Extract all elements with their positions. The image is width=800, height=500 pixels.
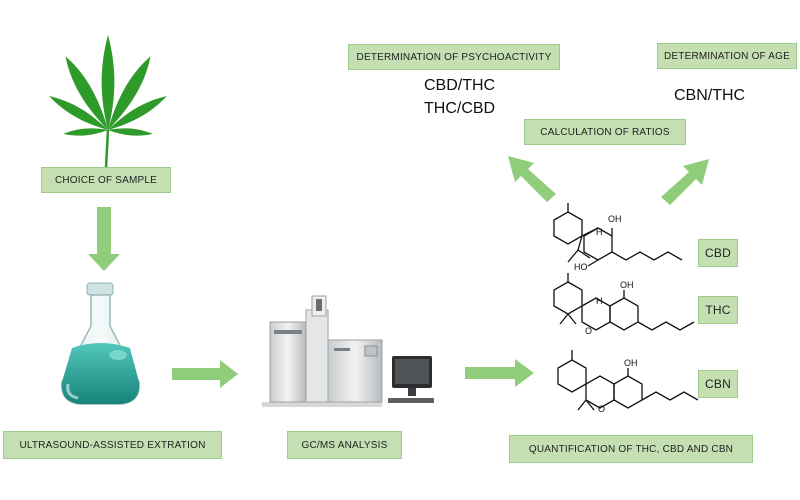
arrow-gcms-to-quantification: [465, 359, 534, 387]
arrow-to-psychoactivity: [508, 156, 556, 202]
thc-oh-label: OH: [620, 280, 634, 290]
cbn-oh-label: OH: [624, 358, 638, 368]
arrow-extraction-to-gcms: [172, 360, 238, 388]
gcms-analysis-label: GC/MS ANALYSIS: [287, 431, 402, 459]
cbd-h-label: H: [596, 227, 603, 237]
arrow-to-age: [661, 159, 709, 205]
cbn-o-label: O: [598, 404, 605, 414]
ratio-thc-cbd: THC/CBD: [424, 100, 496, 117]
cbn-label: CBN: [698, 370, 738, 398]
ratio-cbn-thc: CBN/THC: [674, 87, 746, 104]
cbd-ho-label: HO: [574, 262, 588, 272]
cbn-structure: [557, 350, 699, 411]
quantification-label: QUANTIFICATION OF THC, CBD AND CBN: [509, 435, 753, 463]
cbd-label: CBD: [698, 239, 738, 267]
thc-o-label: O: [585, 326, 592, 336]
atom-labels: H OH HO H OH O OH O: [574, 214, 638, 414]
ratio-cbd-thc: CBD/THC: [424, 77, 496, 94]
erlenmeyer-flask-icon: [61, 282, 140, 405]
cbd-oh-label: OH: [608, 214, 622, 224]
thc-label: THC: [698, 296, 738, 324]
cannabis-leaf-icon: [49, 35, 167, 169]
calculation-of-ratios-label: CALCULATION OF RATIOS: [524, 119, 686, 145]
arrow-sample-to-extraction: [88, 207, 120, 271]
choice-of-sample-label: CHOICE OF SAMPLE: [41, 167, 171, 193]
psychoactivity-label: DETERMINATION OF PSYCHOACTIVITY: [348, 44, 560, 70]
cbd-structure: [553, 203, 683, 267]
gcms-instrument-icon: [262, 295, 434, 407]
thc-h-label: H: [596, 296, 603, 306]
extraction-label: ULTRASOUND-ASSISTED EXTRATION: [3, 431, 222, 459]
thc-structure: [553, 273, 695, 331]
age-label: DETERMINATION OF AGE: [657, 43, 797, 69]
